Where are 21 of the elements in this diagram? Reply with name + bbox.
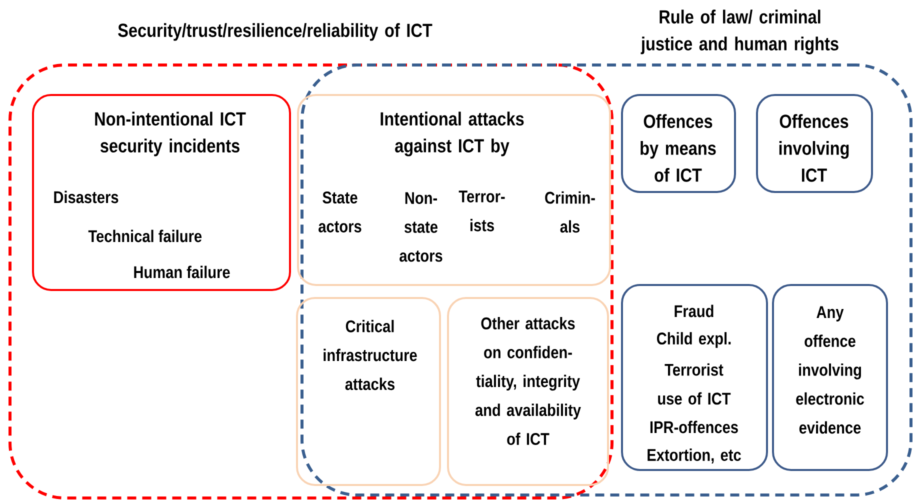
category-box: Offences involving ICT [756, 94, 873, 193]
list-item: Terror- ists [458, 190, 505, 232]
list-item: Extortion, etc [648, 448, 741, 464]
box-heading: Intentional attacks against ICT by [380, 112, 524, 156]
category-box: Other attacks on confiden- tiality, integrity and availability of ICT [447, 297, 609, 486]
list-item: Child expl. [656, 332, 731, 348]
list-item: Terrorist use of ICT [658, 363, 731, 405]
list-item: Fraud [674, 304, 714, 318]
list-item: Technical failure [88, 230, 202, 242]
category-box: Offences by means of ICT [621, 94, 736, 193]
list-item: Human failure [134, 266, 230, 278]
category-box: Critical infrastructure attacks [296, 297, 441, 486]
category-box: Any offence involving electronic evidence [772, 284, 888, 471]
box-heading: Non-intentional ICT security incidents [95, 112, 246, 156]
region-heading: Security/trust/resilience/reliability of ICT [118, 23, 432, 41]
list-item: IPR-offences [650, 420, 738, 434]
list-item: State actors [318, 192, 362, 232]
list-item: Crimin- als [545, 191, 595, 233]
list-item: Non- state actors [400, 192, 442, 262]
list-item: Disasters [54, 190, 118, 204]
region-heading: Rule of law/ criminal justice and human rights [640, 10, 838, 54]
